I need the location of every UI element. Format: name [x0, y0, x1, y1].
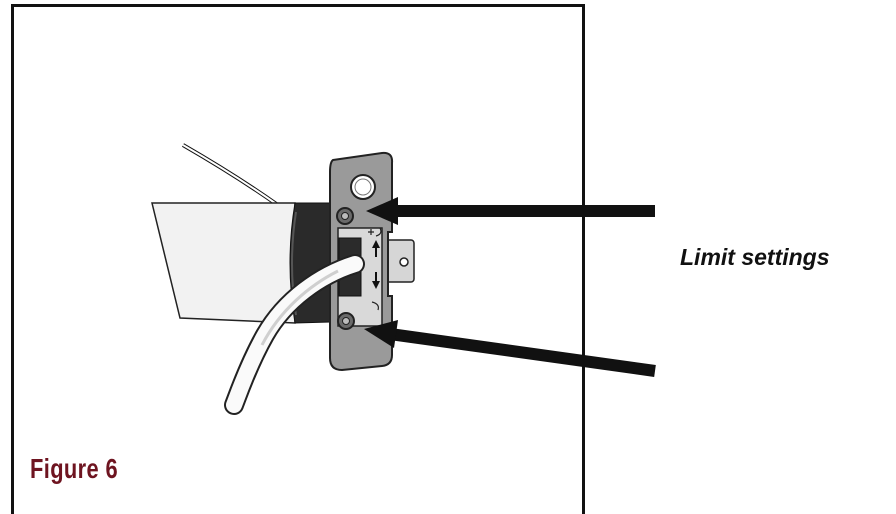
- figure-frame: [11, 4, 585, 514]
- minus-rotate-icon: [371, 301, 379, 311]
- limit-settings-label: Limit settings: [680, 244, 830, 270]
- up-arrow-icon: [372, 240, 380, 257]
- plus-rotate-icon: [368, 227, 382, 237]
- down-arrow-icon: [372, 272, 380, 289]
- upper-callout-arrow: [366, 197, 655, 225]
- lower-limit-screw: [337, 312, 355, 330]
- motor-tube: [151, 202, 296, 324]
- figure-caption: Figure 6: [30, 453, 119, 484]
- upper-limit-screw: [336, 207, 354, 225]
- lower-callout-arrow: [364, 320, 656, 377]
